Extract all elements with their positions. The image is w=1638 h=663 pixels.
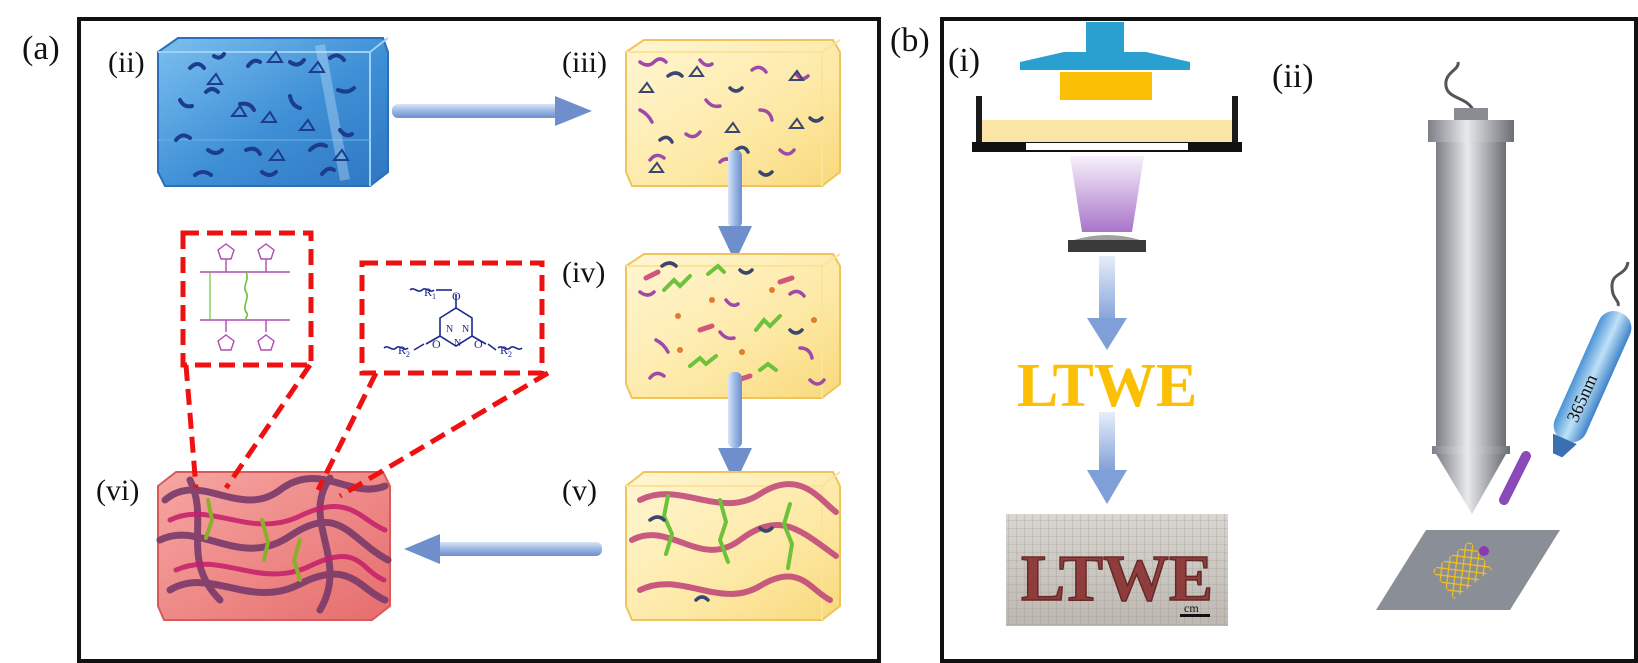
printed-ltwe-photo: LTWE cm <box>1006 514 1228 626</box>
stage-label-iv: (iv) <box>562 256 605 289</box>
panel-b-label: (b) <box>890 22 930 59</box>
block-iii <box>625 39 841 187</box>
r2-label-left: R2 <box>398 343 410 359</box>
stage-label-iii: (iii) <box>562 46 607 79</box>
printed-mesh-substrate <box>1376 530 1560 610</box>
stage-label-vi: (vi) <box>96 474 139 507</box>
3d-printer-icon <box>972 22 1242 252</box>
stage-label-v: (v) <box>562 474 597 507</box>
nozzle-icon <box>1428 61 1514 514</box>
arrow-down-icon <box>1087 256 1127 350</box>
arrow-down-icon <box>718 150 752 262</box>
block-iv <box>625 253 841 399</box>
nitrogen-label-c: N <box>454 338 461 349</box>
inset-triazine-structure: R1 O R2 R2 O O N N N <box>359 260 545 376</box>
arrow-down-icon <box>1087 412 1127 504</box>
oxygen-label-right: O <box>474 337 483 351</box>
panel-a-label: (a) <box>22 30 60 67</box>
oxygen-label-top: O <box>452 289 461 303</box>
panel-b-sub-ii-label: (ii) <box>1272 58 1314 95</box>
uv-pen-icon: 365nm <box>1499 261 1632 505</box>
printed-ltwe-letters: LTWE <box>1021 542 1213 615</box>
monomer-block-ii <box>157 37 389 187</box>
oxygen-label-left: O <box>432 337 441 351</box>
crosslinked-block-vi <box>156 471 392 621</box>
panel-b-sub-i-label: (i) <box>948 42 981 79</box>
arrow-left-icon <box>404 534 602 564</box>
r2-label-right: R2 <box>500 343 512 359</box>
arrow-right-icon <box>392 96 592 126</box>
stage-label-ii: (ii) <box>108 46 145 79</box>
arrow-down-icon <box>718 372 752 484</box>
inset-imide-structure <box>180 230 314 368</box>
nitrogen-label-b: N <box>462 324 469 335</box>
r1-label: R1 <box>424 285 436 301</box>
ltwe-text: LTWE <box>1017 352 1197 420</box>
block-v <box>625 471 841 621</box>
inset-connector-lines <box>183 363 550 499</box>
scale-bar-label: cm <box>1184 601 1199 615</box>
nitrogen-label-a: N <box>446 324 453 335</box>
